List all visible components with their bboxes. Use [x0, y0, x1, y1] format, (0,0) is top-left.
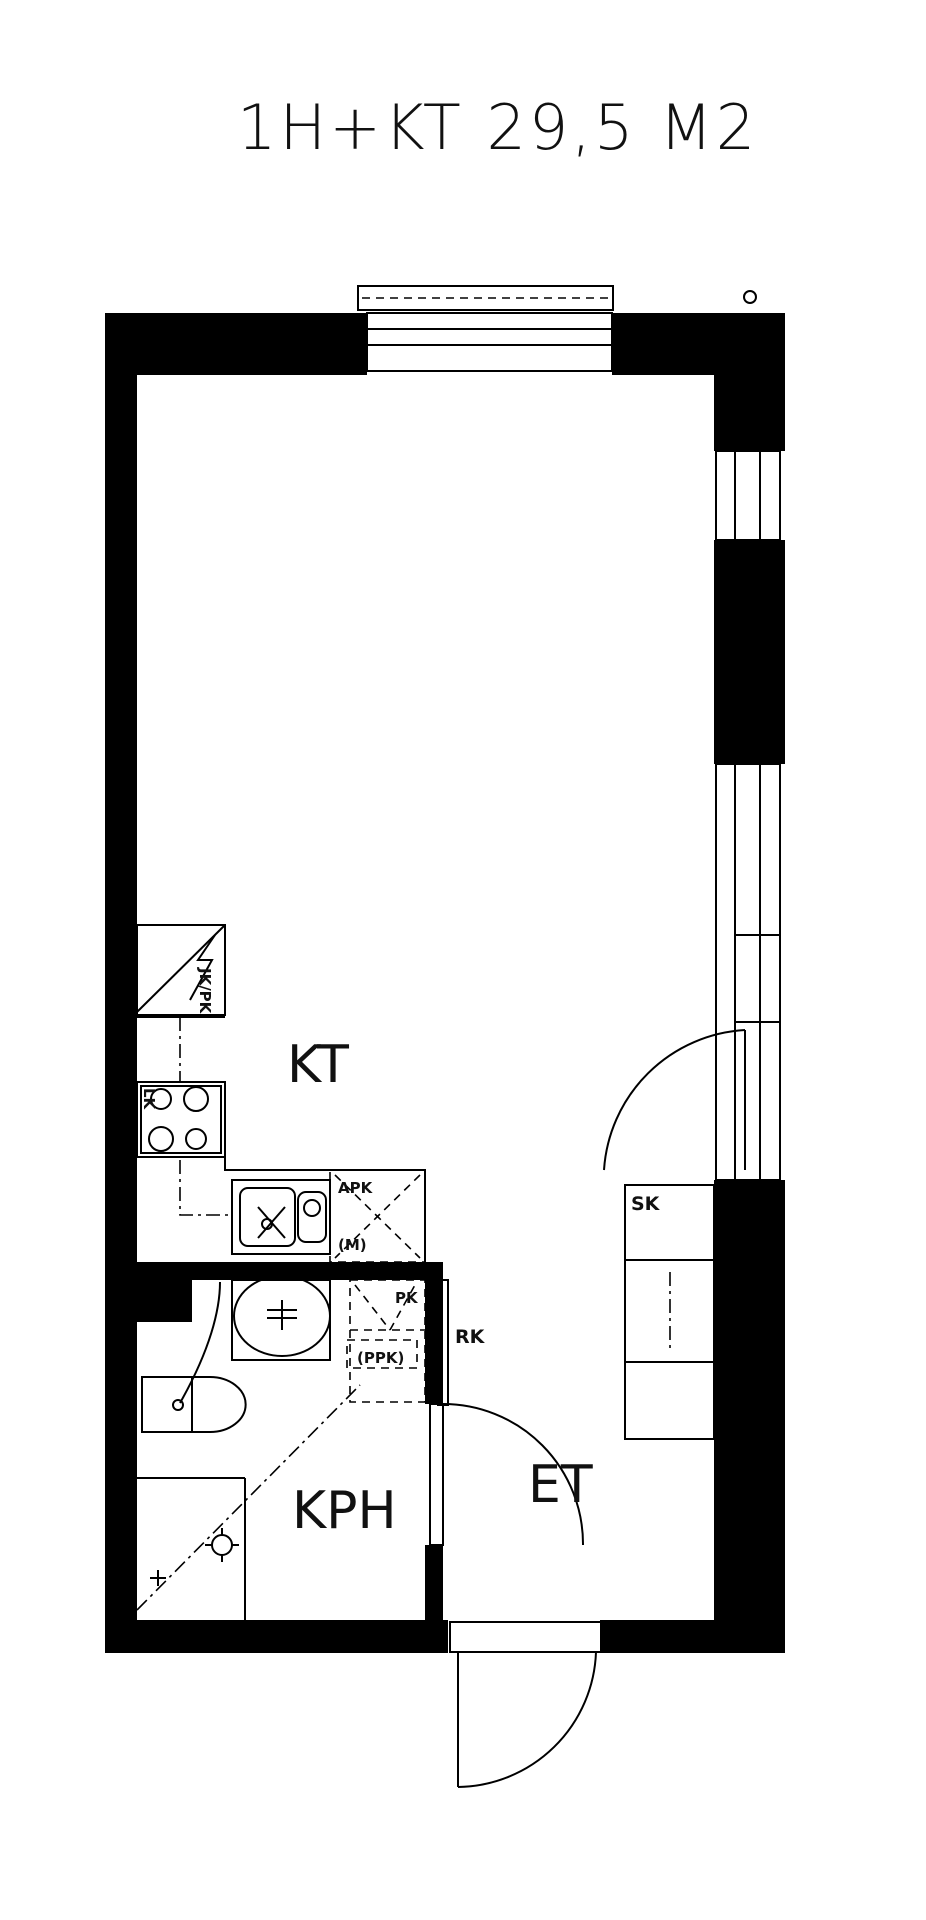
wardrobe: SK — [624, 1184, 715, 1440]
window-right-upper — [714, 450, 785, 541]
bathroom-toilet — [141, 1281, 247, 1433]
room-label-kitchen: KT — [287, 1035, 349, 1095]
window-right-lower — [714, 763, 785, 1181]
exterior-walls — [105, 313, 785, 1653]
bathroom-door — [429, 1403, 585, 1546]
fridge: JK/PK — [136, 924, 226, 1016]
washer-mark-label: (M) — [338, 1236, 367, 1254]
stove: LK — [136, 1081, 226, 1158]
balcony-door-swing — [603, 1029, 746, 1171]
plan-title: 1H+KT 29,5 M2 — [237, 91, 758, 164]
kitchen-sink — [231, 1179, 331, 1255]
fridge-label: JK/PK — [196, 967, 214, 1015]
room-label-bathroom: KPH — [292, 1481, 397, 1541]
laundry-label: PK — [395, 1289, 419, 1307]
window-top — [357, 285, 757, 375]
dishwasher-label: APK — [338, 1179, 374, 1197]
laundry-appliances: PK (PPK) — [346, 1279, 426, 1403]
shower-area — [136, 1384, 361, 1620]
stove-label: LK — [140, 1088, 158, 1111]
dryer-label: (PPK) — [357, 1349, 404, 1367]
wardrobe-label: SK — [631, 1193, 661, 1215]
cleaning-closet-label: RK — [455, 1326, 486, 1348]
bathroom-washbasin — [231, 1275, 331, 1361]
kitchen-counter — [137, 1016, 426, 1262]
front-door — [448, 1620, 603, 1788]
room-label-entry: ET — [528, 1455, 593, 1515]
dishwasher: APK (M) — [329, 1169, 426, 1263]
cleaning-closet: RK — [437, 1279, 486, 1406]
